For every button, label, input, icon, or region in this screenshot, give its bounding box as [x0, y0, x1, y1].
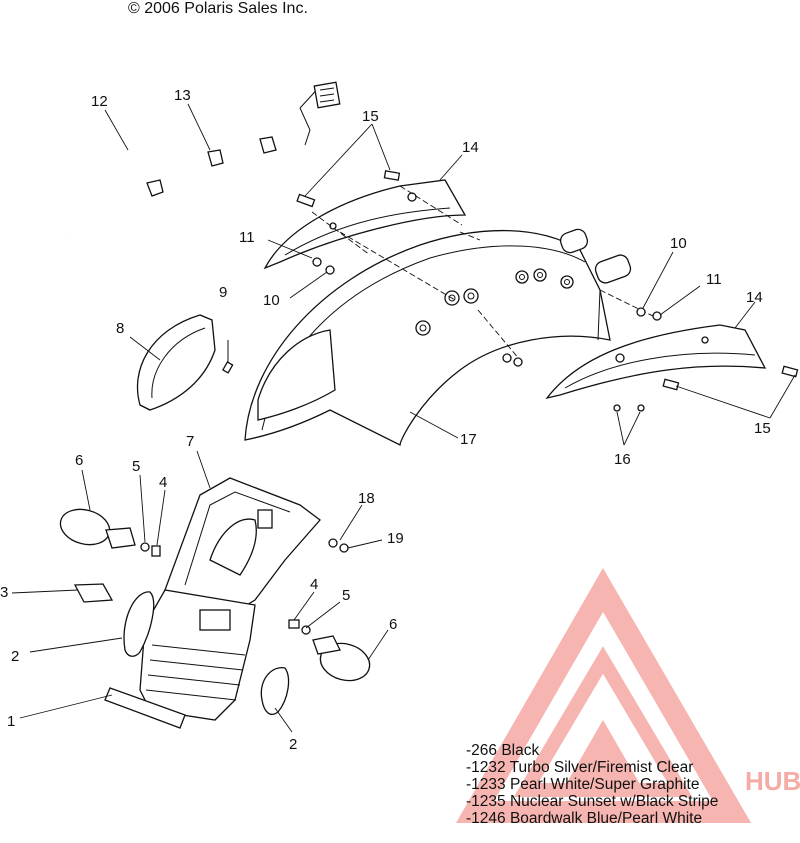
- watermark-text: HUB: [745, 766, 800, 796]
- watermark-logo: [455, 568, 752, 823]
- callout-12: 12: [91, 93, 108, 110]
- callout-7: 7: [186, 433, 194, 450]
- legend-item: -1235 Nuclear Sunset w/Black Stripe: [466, 793, 719, 810]
- legend-item: -266 Black: [466, 742, 540, 759]
- callout-10-left: 10: [263, 292, 280, 309]
- fasteners: [222, 170, 799, 412]
- leader-lines: [11, 103, 796, 733]
- callout-5-right: 5: [342, 587, 350, 604]
- callout-11-left: 11: [239, 229, 255, 246]
- callout-17: 17: [460, 431, 477, 448]
- turn-signal-right: [312, 635, 371, 682]
- callout-10-right: 10: [670, 235, 687, 252]
- legend-item: -1246 Boardwalk Blue/Pearl White: [466, 810, 703, 827]
- callout-16: 16: [614, 451, 631, 468]
- harness-clips: [146, 136, 277, 197]
- side-reflector-left: [123, 591, 155, 657]
- legend-item: -1233 Pearl White/Super Graphite: [466, 776, 700, 793]
- callout-2-left: 2: [11, 648, 19, 665]
- reflector-small: [73, 583, 114, 603]
- callout-14-left: 14: [462, 139, 479, 156]
- wiring-harness: [65, 81, 341, 236]
- callout-14-right: 14: [746, 289, 763, 306]
- callout-8: 8: [116, 320, 124, 337]
- callout-13: 13: [174, 87, 191, 104]
- fender-rail-left: [263, 179, 467, 270]
- callout-labels: 12 13 15 14 11 10 9 8 10 11 14 15 16 17 …: [0, 87, 771, 753]
- callout-19: 19: [387, 530, 404, 547]
- callout-9: 9: [219, 284, 227, 301]
- license-bracket: [139, 477, 321, 721]
- side-reflector-right: [260, 667, 290, 715]
- signal-fasteners: [140, 538, 349, 635]
- callout-15-right: 15: [754, 420, 771, 437]
- callout-2-right: 2: [289, 736, 297, 753]
- fender-rail-right: [545, 324, 767, 400]
- callout-18: 18: [358, 490, 375, 507]
- callout-15-top: 15: [362, 108, 379, 125]
- alignment-lines: [311, 185, 656, 361]
- rear-fender: [244, 228, 632, 447]
- callout-11-right: 11: [706, 271, 722, 288]
- callout-3: 3: [0, 584, 8, 601]
- copyright-text: © 2006 Polaris Sales Inc.: [128, 0, 308, 17]
- callout-5-left: 5: [132, 458, 140, 475]
- callout-4-left: 4: [159, 474, 167, 491]
- turn-signal-left: [59, 508, 136, 549]
- legend-item: -1232 Turbo Silver/Firemist Clear: [466, 759, 694, 776]
- callout-4-right: 4: [310, 576, 318, 593]
- tail-lamp-lens: [136, 314, 216, 411]
- callout-1: 1: [7, 713, 15, 730]
- color-code-legend: -266 Black -1232 Turbo Silver/Firemist C…: [466, 742, 718, 827]
- callout-6-left: 6: [75, 452, 83, 469]
- callout-6-right: 6: [389, 616, 397, 633]
